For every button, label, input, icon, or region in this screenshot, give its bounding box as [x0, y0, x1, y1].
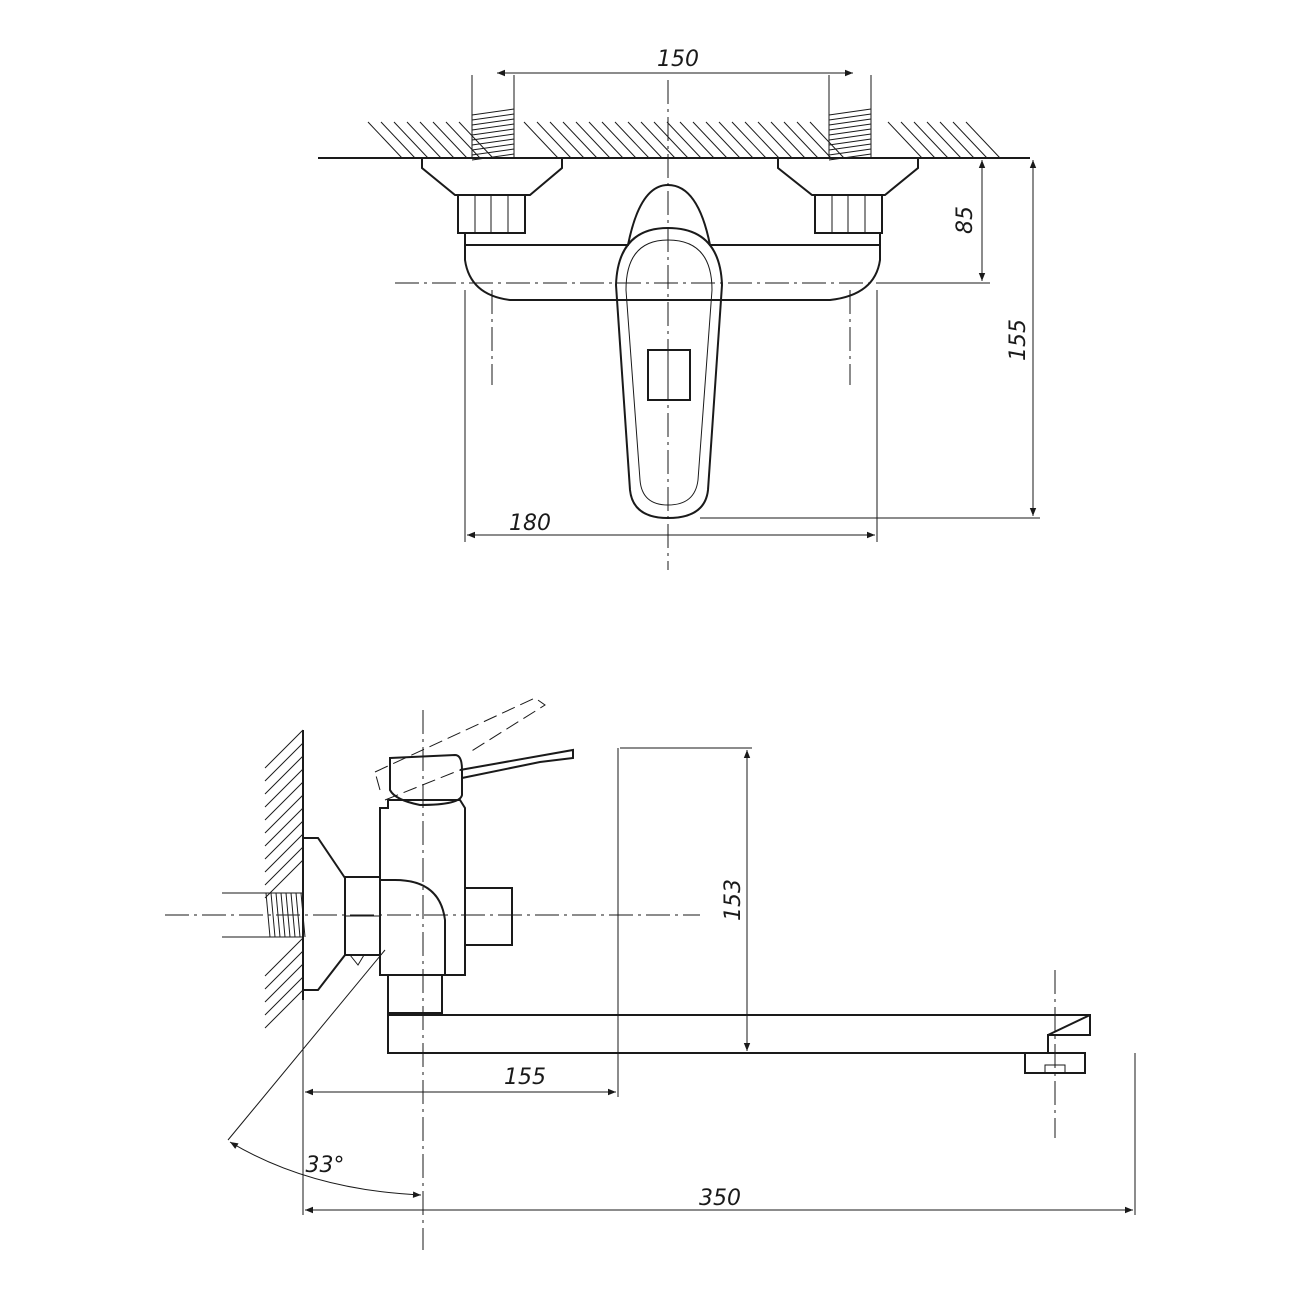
hatch-line [952, 121, 988, 159]
hatch-line [264, 807, 304, 847]
hatch-line [796, 121, 832, 159]
hatch-line [828, 123, 872, 131]
hatch-line [900, 121, 936, 159]
hatch-line [471, 128, 515, 136]
hatch-line [828, 108, 872, 116]
hatch-line [666, 121, 702, 159]
hatch-line [264, 846, 304, 886]
hatch-line [264, 950, 304, 990]
hatch-line [828, 113, 872, 121]
hatch-line [692, 121, 728, 159]
dim-153: 153 [721, 879, 746, 921]
hatch-line [264, 820, 304, 860]
dim-85: 85 [953, 206, 978, 234]
dim-180: 180 [509, 511, 551, 536]
hatch-line [828, 143, 872, 151]
hatch-line [965, 121, 1001, 159]
hatch-line [264, 794, 304, 834]
hatch-line [757, 121, 793, 159]
hatch-line [828, 148, 872, 156]
hatch-line [471, 113, 515, 121]
hatch-line [828, 128, 872, 136]
hatch-line [264, 781, 304, 821]
hatch-line [419, 121, 455, 159]
hatch-line [627, 121, 663, 159]
hatch-line [549, 121, 585, 159]
dim-155-side: 155 [504, 1065, 546, 1090]
hatch-line [471, 148, 515, 156]
inlet-pipes [471, 75, 872, 161]
lever-base [389, 753, 463, 807]
hatch-line [264, 989, 304, 1029]
hatch-line [828, 133, 872, 141]
right-flange [777, 157, 919, 196]
nut-side [344, 876, 381, 966]
dim-150: 150 [657, 47, 699, 72]
hatch-line [264, 768, 304, 808]
lever-arm [459, 748, 574, 779]
hatch-line [679, 121, 715, 159]
hatch-line [575, 121, 611, 159]
hatch-line [471, 123, 515, 131]
hatch-line [406, 121, 442, 159]
flange-side [302, 837, 346, 991]
left-nut [457, 194, 526, 234]
hatch-line [471, 133, 515, 141]
hatch-line [913, 121, 949, 159]
hatch-line [601, 121, 637, 159]
hatch-line [270, 892, 276, 938]
hatch-line [393, 121, 429, 159]
hatch-line [718, 121, 754, 159]
handle-insert [647, 349, 691, 401]
hatch-line [939, 121, 975, 159]
hatch-line [887, 121, 923, 159]
dim-angle-33: 33° [306, 1153, 345, 1178]
hatch-line [264, 833, 304, 873]
hatch-line [264, 937, 304, 977]
hatch-line [536, 121, 572, 159]
dim-155-top: 155 [1006, 319, 1031, 361]
hatch-line [653, 121, 689, 159]
outlet-boss [464, 887, 513, 946]
hatch-line [523, 121, 559, 159]
right-nut [814, 194, 883, 234]
hatch-line [264, 755, 304, 795]
hatch-line [809, 121, 845, 159]
wall-hatching [367, 121, 1001, 159]
hatch-line [828, 118, 872, 126]
spout [387, 1013, 1091, 1054]
top-view: 150 85 155 180 [318, 47, 1040, 570]
hatch-line [783, 121, 819, 159]
hatch-line [264, 963, 304, 1003]
dim-350: 350 [699, 1186, 741, 1211]
hatch-line [926, 121, 962, 159]
spout-collar [387, 974, 443, 1014]
hatch-line [471, 108, 515, 116]
hatch-line [471, 118, 515, 126]
hatch-line [264, 859, 304, 899]
hatch-line [264, 729, 304, 769]
hatch-line [445, 121, 481, 159]
hatch-line [471, 143, 515, 151]
hatch-line [614, 121, 650, 159]
wall-hatching-side [264, 729, 304, 1029]
hatch-line [705, 121, 741, 159]
hatch-line [380, 121, 416, 159]
left-flange [421, 157, 563, 196]
hatch-line [458, 121, 494, 159]
hatch-line [471, 138, 515, 146]
side-view: 153 155 350 33° [165, 697, 1136, 1250]
hatch-line [770, 121, 806, 159]
hatch-line [367, 121, 403, 159]
hatch-line [264, 742, 304, 782]
hatch-line [264, 976, 304, 1016]
hatch-line [562, 121, 598, 159]
hatch-line [640, 121, 676, 159]
hatch-line [828, 138, 872, 146]
hatch-line [744, 121, 780, 159]
hatch-line [588, 121, 624, 159]
hatch-line [731, 121, 767, 159]
hatch-line [432, 121, 468, 159]
